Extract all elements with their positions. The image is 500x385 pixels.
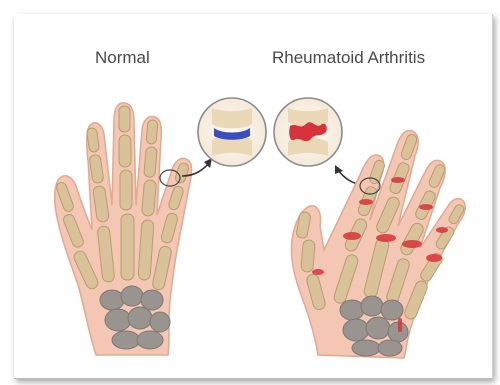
normal-hand bbox=[55, 103, 192, 355]
normal-joint-zoom bbox=[198, 98, 266, 166]
ra-pointer-arrowhead bbox=[335, 165, 343, 174]
ra-joint-zoom bbox=[274, 98, 342, 166]
